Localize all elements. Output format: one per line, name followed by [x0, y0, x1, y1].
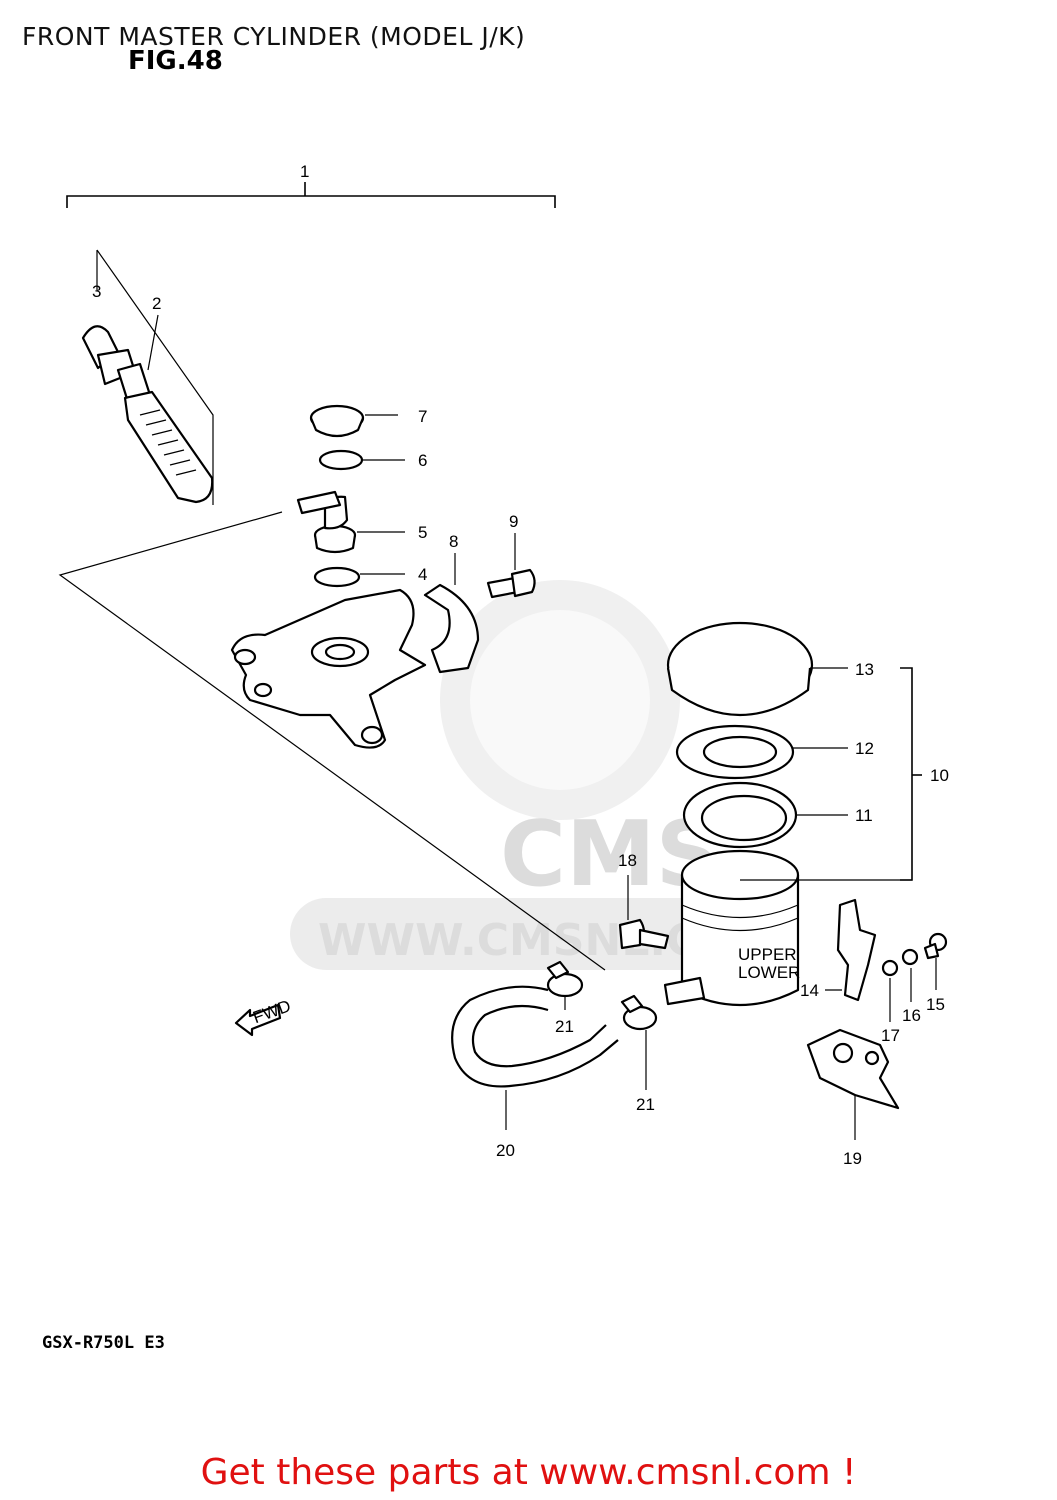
reservoir-bracket	[825, 898, 877, 1002]
callout-19: 19	[843, 1149, 862, 1168]
diaphragm-plate	[675, 724, 848, 780]
mounting-plate	[806, 1028, 900, 1140]
reservoir-upper-mark: UPPER	[738, 945, 797, 964]
handlebar-clamp	[423, 553, 480, 674]
cta-link[interactable]: Get these parts at www.cmsnl.com !	[200, 1452, 857, 1493]
callout-9: 9	[509, 512, 518, 531]
assembly-outline	[58, 249, 606, 971]
reservoir-tank: UPPER LOWER	[663, 849, 912, 1007]
reservoir-bolt	[618, 875, 670, 950]
reservoir-hose	[451, 985, 619, 1130]
forward-direction-arrow: FWD	[234, 996, 293, 1037]
reservoir-cap-small	[309, 404, 398, 438]
callout-8: 8	[449, 532, 458, 551]
reservoir-lower-mark: LOWER	[738, 963, 800, 982]
callout-17: 17	[881, 1026, 900, 1045]
callout-13: 13	[855, 660, 874, 679]
callout-11: 11	[855, 806, 873, 825]
callout-5: 5	[418, 523, 427, 542]
callout-1: 1	[300, 162, 309, 181]
assembly-bracket	[66, 182, 556, 208]
hose-clamps	[546, 960, 658, 1090]
fwd-label: FWD	[250, 996, 293, 1027]
piston-assembly	[81, 314, 214, 504]
callout-21b: 21	[636, 1095, 655, 1114]
page-title: FRONT MASTER CYLINDER (MODEL J/K)	[22, 22, 526, 51]
clamp-bolt	[486, 533, 536, 599]
callout-14: 14	[800, 981, 819, 1000]
callout-18: 18	[618, 851, 637, 870]
model-code: GSX-R750L E3	[42, 1333, 165, 1353]
diaphragm	[682, 781, 848, 849]
hose-connector	[296, 490, 405, 554]
figure-number: FIG.48	[128, 46, 223, 76]
callout-3: 3	[92, 282, 101, 301]
callout-20: 20	[496, 1141, 515, 1160]
reservoir-cap	[666, 621, 848, 716]
callout-10: 10	[930, 766, 949, 785]
callout-7: 7	[418, 407, 427, 426]
master-cylinder-body	[230, 588, 427, 749]
callout-12: 12	[855, 739, 874, 758]
reservoir-set-bracket	[900, 667, 922, 881]
o-ring	[313, 566, 405, 588]
circlip	[318, 449, 405, 471]
small-hardware	[881, 932, 948, 1022]
callout-6: 6	[418, 451, 427, 470]
callout-21a: 21	[555, 1017, 574, 1036]
callout-16: 16	[902, 1006, 921, 1025]
callout-2: 2	[152, 294, 161, 313]
callout-15: 15	[926, 995, 945, 1014]
part-callouts: 1 2 3 4 5 6 7 8 9 10 11 12 13 14 15 16 1…	[92, 162, 949, 1168]
callout-4: 4	[418, 565, 427, 584]
